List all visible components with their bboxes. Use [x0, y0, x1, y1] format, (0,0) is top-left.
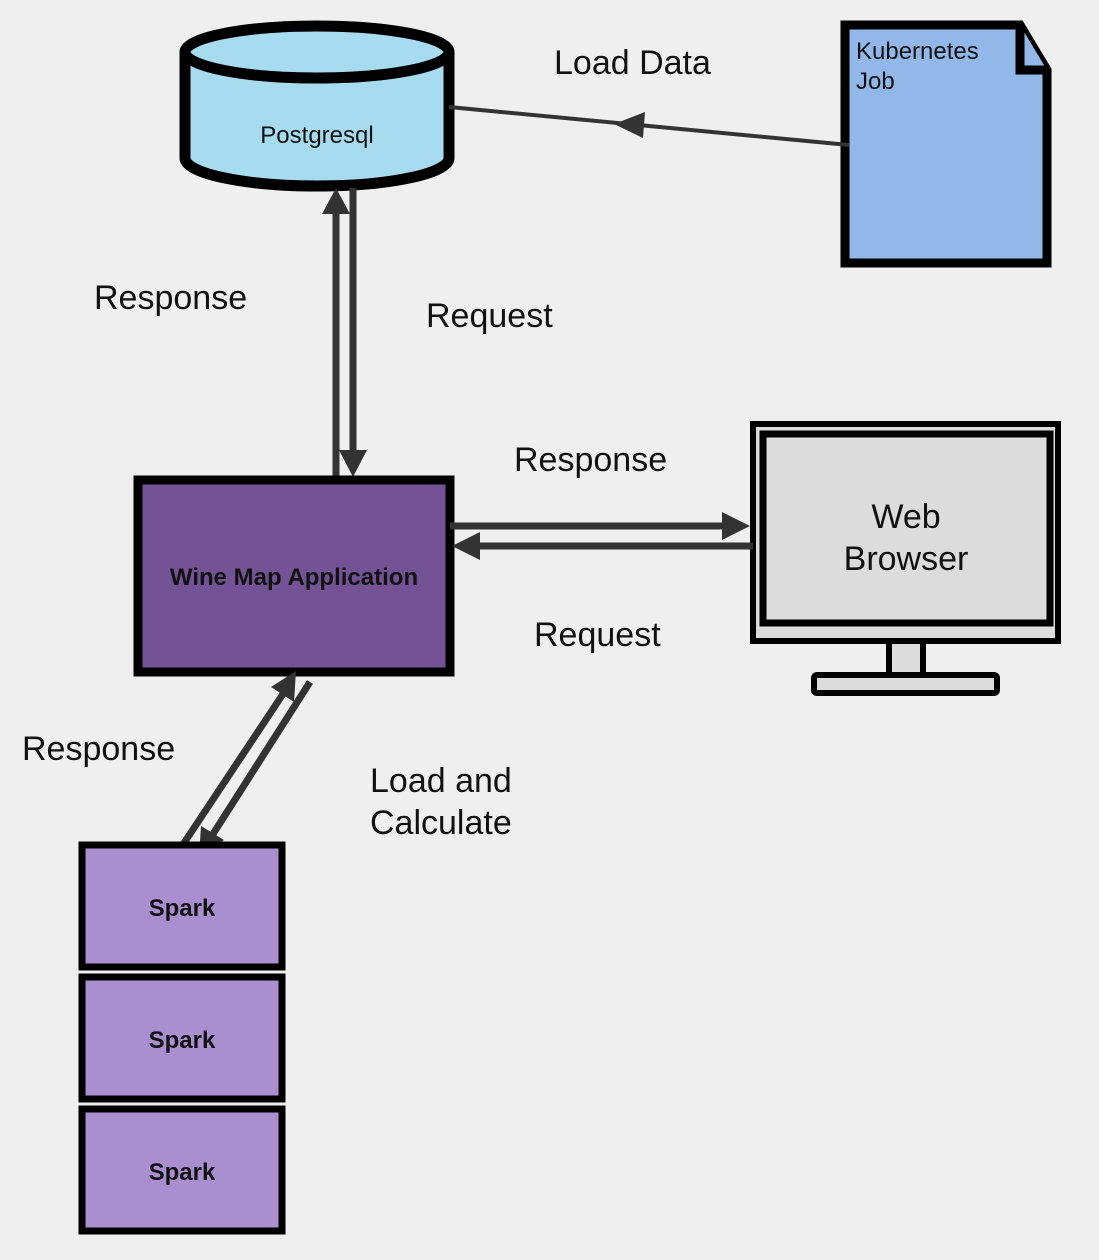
kubernetes-job-label-line1: Kubernetes — [856, 38, 979, 65]
wine-map-application-label: Wine Map Application — [170, 564, 418, 591]
browser-request-arrowhead — [452, 532, 480, 560]
kubernetes-job-label-line2: Job — [856, 68, 895, 95]
browser-request-label: Request — [534, 616, 661, 654]
browser-response-arrowhead — [722, 512, 750, 540]
load-calculate-label-line2: Calculate — [370, 804, 512, 842]
load-data-arrowhead — [614, 112, 645, 138]
kubernetes-job-node[interactable]: Kubernetes Job — [840, 20, 1052, 268]
wine-map-application-node[interactable]: Wine Map Application — [133, 475, 455, 677]
spark-label: Spark — [149, 895, 216, 922]
wine-map-application-box — [133, 475, 455, 677]
web-browser-label-line2: Browser — [844, 540, 969, 578]
database-cylinder-icon — [179, 52, 455, 192]
postgres-node[interactable]: Postgresql — [179, 20, 455, 192]
spark-box — [78, 1105, 286, 1235]
spark-response-arrow — [179, 692, 286, 848]
web-browser-label-line1: Web — [871, 498, 940, 536]
db-response-arrowhead — [322, 188, 350, 214]
spark-label: Spark — [149, 1027, 216, 1054]
load-calculate-arrow — [210, 680, 313, 836]
spark-node-3[interactable]: Spark — [78, 1105, 286, 1235]
load-data-arrow-line — [448, 105, 850, 147]
load-calculate-label-line1: Load and — [370, 762, 512, 800]
document-icon — [840, 20, 1052, 268]
spark-node-1[interactable]: Spark — [78, 841, 286, 971]
browser-response-label: Response — [514, 441, 667, 479]
db-request-label: Request — [426, 297, 553, 335]
spark-response-label: Response — [22, 730, 175, 768]
load-data-label: Load Data — [554, 44, 711, 82]
spark-box — [78, 841, 286, 971]
cylinder-top — [179, 20, 455, 84]
spark-node-2[interactable]: Spark — [78, 973, 286, 1103]
db-request-arrowhead — [339, 450, 367, 477]
spark-response-arrowhead — [271, 671, 296, 702]
monitor-icon — [750, 421, 1061, 696]
web-browser-node[interactable]: Web Browser — [750, 421, 1061, 696]
spark-label: Spark — [149, 1159, 216, 1186]
document-fold — [1015, 25, 1047, 75]
spark-box — [78, 973, 286, 1103]
db-response-label: Response — [94, 279, 247, 317]
postgres-label: Postgresql — [260, 122, 373, 149]
